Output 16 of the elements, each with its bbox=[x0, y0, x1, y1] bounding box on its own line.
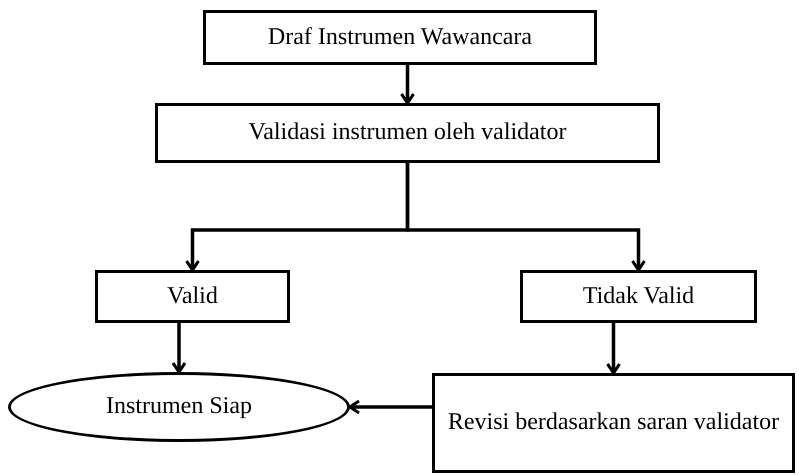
arrow bbox=[406, 163, 646, 272]
process-box bbox=[155, 103, 660, 163]
node-label: Revisi berdasarkan saran validator bbox=[446, 408, 780, 438]
node-label: Tidak Valid bbox=[582, 282, 696, 311]
arrow bbox=[348, 400, 432, 414]
process-box bbox=[432, 373, 795, 473]
node-label: Draf Instrumen Wawancara bbox=[266, 22, 534, 52]
node-label: Validasi instrumen oleh validator bbox=[248, 118, 568, 148]
arrow bbox=[172, 323, 186, 374]
arrow bbox=[606, 323, 621, 374]
arrow bbox=[400, 65, 415, 104]
node-label: Instrumen Siap bbox=[105, 392, 253, 422]
process-box bbox=[95, 270, 290, 323]
process-box bbox=[203, 10, 597, 65]
node-label: Valid bbox=[166, 282, 219, 311]
process-box bbox=[520, 270, 757, 323]
